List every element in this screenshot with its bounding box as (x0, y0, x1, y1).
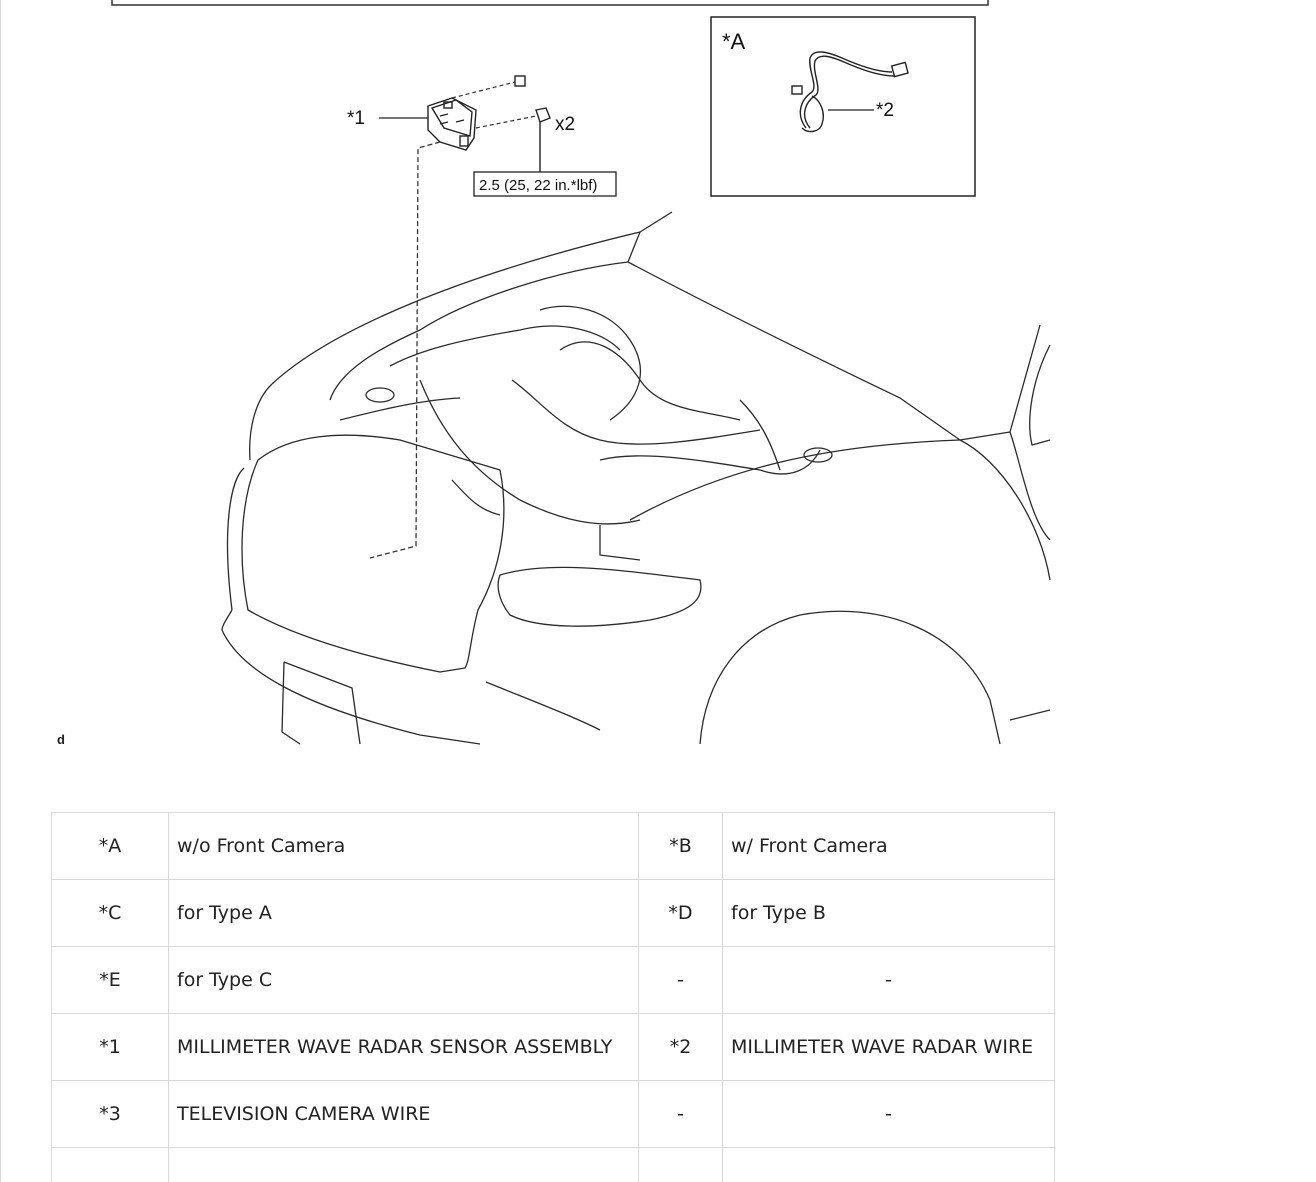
legend-description: - (722, 1080, 1055, 1148)
legend-description (168, 1147, 639, 1182)
legend-code: *B (638, 812, 723, 880)
legend-code: - (638, 946, 723, 1014)
inset-frame (710, 16, 976, 197)
table-row: *C for Type A *D for Type B (51, 879, 1055, 947)
radar-sensor-drawing (427, 97, 477, 151)
radar-wire-drawing (791, 51, 909, 133)
inset-label: *A (722, 29, 746, 54)
legend-code: *C (51, 879, 169, 947)
legend-description: w/ Front Camera (722, 812, 1055, 880)
vehicle-drawing (221, 211, 1051, 745)
legend-code: - (638, 1080, 723, 1148)
legend-description: w/o Front Camera (168, 812, 639, 880)
bolt-quantity: x2 (555, 114, 575, 135)
legend-description: MILLIMETER WAVE RADAR WIRE (722, 1013, 1055, 1081)
legend-table: *A w/o Front Camera *B w/ Front Camera *… (51, 812, 1055, 1182)
legend-code: *A (51, 812, 169, 880)
callout-1: *1 (347, 108, 365, 129)
figure-id: d (57, 732, 65, 747)
torque-box (473, 171, 617, 197)
legend-code: *3 (51, 1080, 169, 1148)
left-border (0, 0, 1, 1182)
bolt-upper-dashed (451, 81, 516, 99)
table-row: *3 TELEVISION CAMERA WIRE - - (51, 1080, 1055, 1148)
legend-description: for Type C (168, 946, 639, 1014)
legend-code: *E (51, 946, 169, 1014)
callout-2: *2 (876, 100, 894, 121)
table-row: *1 MILLIMETER WAVE RADAR SENSOR ASSEMBLY… (51, 1013, 1055, 1081)
legend-code (51, 1147, 169, 1182)
legend-description: MILLIMETER WAVE RADAR SENSOR ASSEMBLY (168, 1013, 639, 1081)
torque-value: 2.5 (25, 22 in.*lbf) (479, 177, 597, 194)
legend-code: *1 (51, 1013, 169, 1081)
table-row (51, 1147, 1055, 1182)
illustration-area: *A *2 *1 (57, 0, 1051, 747)
legend-code: *2 (638, 1013, 723, 1081)
legend-description (722, 1147, 1055, 1182)
component-diagram: *A *2 *1 (111, 0, 1051, 745)
legend-description: - (722, 946, 1055, 1014)
legend-code (638, 1147, 723, 1182)
bolt-lower-dashed (475, 115, 537, 129)
legend-description: for Type B (722, 879, 1055, 947)
table-row: *A w/o Front Camera *B w/ Front Camera (51, 812, 1055, 880)
bolt-drawing (514, 75, 551, 172)
legend-code: *D (638, 879, 723, 947)
previous-frame-edge (111, 0, 989, 6)
table-row: *E for Type C - - (51, 946, 1055, 1014)
legend-description: for Type A (168, 879, 639, 947)
install-path-dashed (369, 141, 441, 559)
legend-description: TELEVISION CAMERA WIRE (168, 1080, 639, 1148)
